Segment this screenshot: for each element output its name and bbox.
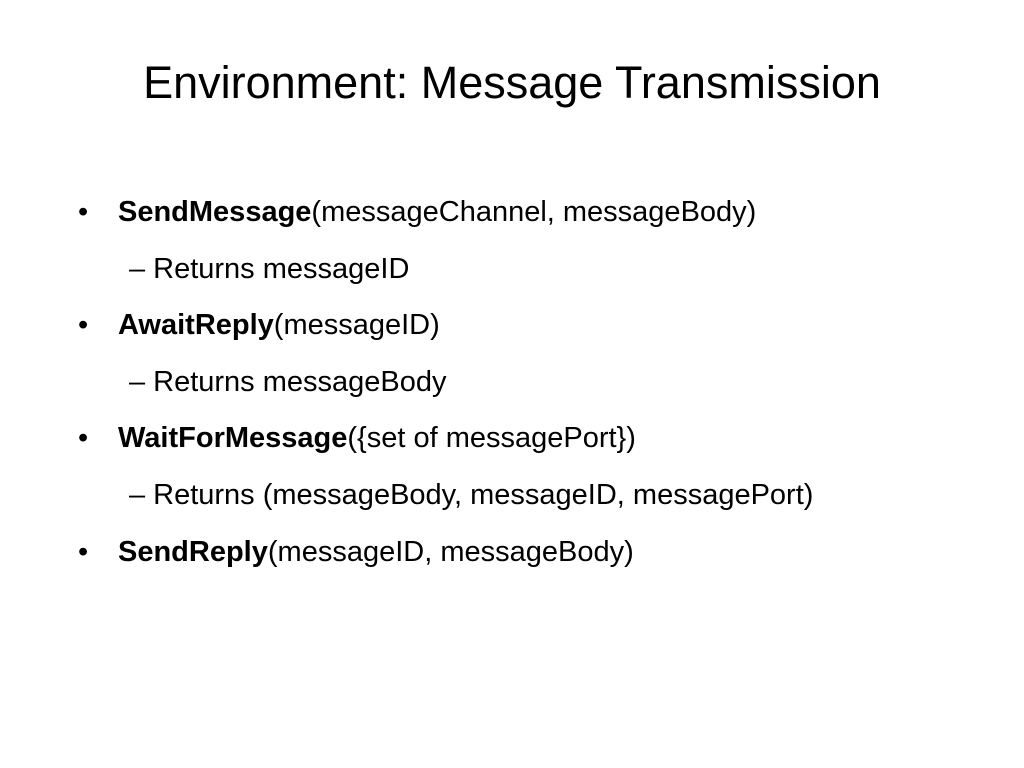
slide-title: Environment: Message Transmission bbox=[143, 57, 881, 108]
sub-item-text: Returns messageID bbox=[153, 252, 410, 285]
function-args: ({set of messagePort}) bbox=[347, 422, 636, 455]
bullet-item-send-reply: • SendReply(messageID, messageBody) bbox=[78, 528, 998, 585]
dash-icon: – bbox=[129, 478, 146, 511]
sub-item-returns-message-id: –Returns messageID bbox=[78, 245, 998, 302]
sub-item-text: Returns messageBody bbox=[153, 365, 447, 398]
bullet-icon: • bbox=[78, 196, 89, 228]
function-name: AwaitReply bbox=[118, 309, 274, 342]
bullet-item-send-message: • SendMessage(messageChannel, messageBody… bbox=[78, 188, 998, 245]
sub-item-text: Returns (messageBody, messageID, message… bbox=[153, 478, 814, 511]
function-args: (messageID, messageBody) bbox=[267, 535, 634, 568]
dash-icon: – bbox=[129, 252, 146, 285]
function-name: SendReply bbox=[118, 535, 268, 568]
function-args: (messageChannel, messageBody) bbox=[311, 196, 757, 228]
function-args: (messageID) bbox=[273, 309, 440, 342]
bullet-icon: • bbox=[78, 422, 89, 455]
bullet-icon: • bbox=[78, 309, 89, 342]
sub-item-returns-tuple: –Returns (messageBody, messageID, messag… bbox=[78, 471, 998, 528]
function-name: SendMessage bbox=[118, 196, 312, 228]
bullet-item-await-reply: • AwaitReply(messageID) bbox=[78, 301, 998, 358]
bullet-icon: • bbox=[78, 535, 89, 568]
sub-item-returns-message-body: –Returns messageBody bbox=[78, 358, 998, 415]
bullet-list: • SendMessage(messageChannel, messageBody… bbox=[78, 188, 998, 584]
bullet-item-wait-for-message: • WaitForMessage({set of messagePort}) bbox=[78, 414, 998, 471]
dash-icon: – bbox=[129, 365, 146, 398]
function-name: WaitForMessage bbox=[118, 422, 348, 455]
